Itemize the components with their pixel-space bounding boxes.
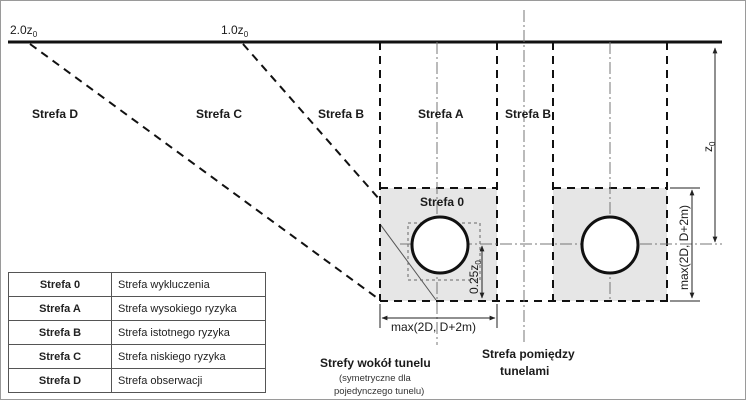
zone-c-boundary-line: [242, 43, 381, 201]
width-dimension-label: max(2D, D+2m): [391, 320, 476, 334]
zone-legend-table: Strefa 0 Strefa wykluczenia Strefa A Str…: [8, 272, 266, 393]
zone-d-boundary-line: [29, 43, 381, 301]
legend-value: Strefa istotnego ryzyka: [111, 320, 266, 345]
legend-key: Strefa D: [8, 368, 112, 393]
surface-label-2z0: 2.0z0: [10, 23, 38, 39]
legend-key: Strefa A: [8, 296, 112, 321]
tunnel-2-circle: [580, 215, 640, 275]
legend-row: Strefa A Strefa wysokiego ryzyka: [8, 296, 266, 321]
zone-c-label: Strefa C: [196, 107, 242, 121]
quarter-z0-dimension-label: 0.25z0: [467, 260, 483, 294]
tunnel-1-circle: [410, 215, 470, 275]
height-dimension-label: max(2D, D+2m): [677, 205, 691, 290]
around-tunnel-caption: Strefy wokół tunelu: [320, 356, 431, 370]
zone-b-right-label: Strefa B: [505, 107, 551, 121]
between-tunnels-caption-1: Strefa pomiędzy: [482, 347, 575, 361]
zone-b-left-label: Strefa B: [318, 107, 364, 121]
around-tunnel-subcaption-2: pojedynczego tunelu): [334, 386, 424, 397]
zone-0-label: Strefa 0: [420, 195, 464, 209]
z0-dimension-label: z0: [701, 141, 717, 152]
legend-key: Strefa C: [8, 344, 112, 369]
legend-key: Strefa B: [8, 320, 112, 345]
legend-row: Strefa 0 Strefa wykluczenia: [8, 272, 266, 297]
zone-a-label: Strefa A: [418, 107, 464, 121]
legend-value: Strefa niskiego ryzyka: [111, 344, 266, 369]
surface-label-1z0: 1.0z0: [221, 23, 249, 39]
legend-value: Strefa obserwacji: [111, 368, 266, 393]
legend-key: Strefa 0: [8, 272, 112, 297]
legend-value: Strefa wykluczenia: [111, 272, 266, 297]
between-tunnels-caption-2: tunelami: [500, 364, 549, 378]
zone-d-label: Strefa D: [32, 107, 78, 121]
legend-row: Strefa B Strefa istotnego ryzyka: [8, 320, 266, 345]
legend-row: Strefa D Strefa obserwacji: [8, 368, 266, 393]
around-tunnel-subcaption-1: (symetryczne dla: [339, 373, 412, 384]
legend-value: Strefa wysokiego ryzyka: [111, 296, 266, 321]
legend-row: Strefa C Strefa niskiego ryzyka: [8, 344, 266, 369]
